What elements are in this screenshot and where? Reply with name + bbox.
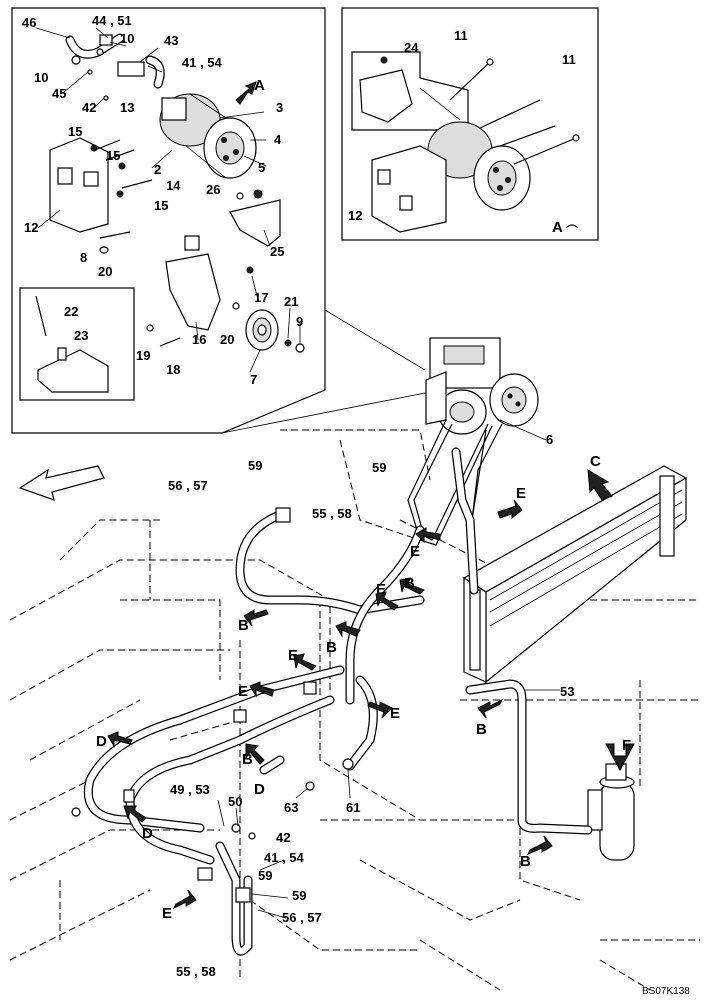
callout: 50	[228, 794, 242, 809]
callout: 16	[192, 332, 206, 347]
callout: 20	[220, 332, 234, 347]
callout: 42	[276, 830, 290, 845]
callout: 25	[270, 244, 284, 259]
callout: 55 , 58	[176, 964, 216, 979]
leader-lines	[35, 27, 560, 919]
callout: 43	[164, 33, 178, 48]
arrow-letter: F	[622, 737, 631, 754]
callout: 45	[52, 86, 66, 101]
hoses	[71, 447, 593, 956]
callout: 20	[98, 264, 112, 279]
arrow-letter: E	[390, 705, 400, 722]
callout: 6	[546, 432, 553, 447]
arrow-letter-labels: B B B B B B C D D D E E E E E E E F	[96, 453, 631, 922]
top-inset-labels: 46 44 , 51 10 43 10 41 , 54 45 42 13 3 1…	[22, 13, 303, 387]
direction-arrow-icon	[18, 465, 105, 501]
callout: 56 , 57	[282, 910, 322, 925]
arrow-letter: D	[142, 825, 153, 842]
arrow-letter: E	[410, 543, 420, 560]
arrow-letter: E	[162, 905, 172, 922]
callout: 15	[106, 148, 120, 163]
callout: 10	[34, 70, 48, 85]
callout: 11	[562, 52, 576, 67]
callout: 49 , 53	[170, 782, 210, 797]
arrow-letter: B	[242, 751, 253, 768]
callout: 44 , 51	[92, 13, 132, 28]
callout: 61	[346, 800, 360, 815]
callout: 8	[80, 250, 87, 265]
callout: 55 , 58	[312, 506, 352, 521]
reference-arrows	[18, 465, 635, 910]
callout: 56 , 57	[168, 478, 208, 493]
arrow-letter: E	[238, 683, 248, 700]
callout: 26	[206, 182, 220, 197]
callout: 15	[154, 198, 168, 213]
callout: 14	[166, 178, 181, 193]
callout: 21	[284, 294, 298, 309]
arrow-letter: B	[476, 721, 487, 738]
arrow-letter: B	[238, 617, 249, 634]
callout: 11	[454, 28, 468, 43]
callout: 59	[292, 888, 306, 903]
callout: 17	[254, 290, 268, 305]
callout: 9	[296, 314, 303, 329]
callout: 59	[372, 460, 386, 475]
callout: 19	[136, 348, 150, 363]
callout: 41 , 54	[264, 850, 305, 865]
view-a-inset	[341, 7, 599, 241]
callout: 5	[258, 160, 265, 175]
callout: 10	[120, 31, 134, 46]
callout: 24	[404, 40, 419, 55]
condenser	[462, 465, 688, 684]
callout: 22	[64, 304, 78, 319]
arrow-letter: B	[520, 853, 531, 870]
callout: 4	[274, 132, 282, 147]
callout: 3	[276, 100, 283, 115]
callout: 12	[24, 220, 38, 235]
compressor-inset	[11, 7, 431, 434]
callout: 7	[250, 372, 257, 387]
receiver-drier	[587, 763, 635, 861]
arrow-letter: D	[254, 781, 265, 798]
callout: 53	[560, 684, 574, 699]
right-inset-labels: 24 11 11 12 A	[348, 28, 576, 236]
callout: 42	[82, 100, 96, 115]
drawing-code: BS07K138	[642, 986, 690, 997]
callout: 23	[74, 328, 88, 343]
callout: 63	[284, 800, 298, 815]
main-compressor	[407, 337, 539, 546]
callout: 46	[22, 15, 36, 30]
callout: 12	[348, 208, 362, 223]
view-label: A	[254, 77, 265, 94]
callout: 2	[154, 162, 161, 177]
callout: 13	[120, 100, 134, 115]
arrow-letter: E	[288, 647, 298, 664]
callout: 59	[248, 458, 262, 473]
callout: 41 , 54	[182, 55, 223, 70]
main-labels: 6 59 56 , 57 55 , 58 59 53 49 , 53 50 42…	[168, 432, 574, 979]
view-label: A	[552, 219, 563, 236]
arrow-letter: B	[326, 639, 337, 656]
callout: 18	[166, 362, 180, 377]
arrow-letter: B	[404, 575, 415, 592]
arrow-letter: E	[376, 581, 386, 598]
arrow-letter: E	[516, 485, 526, 502]
arrow-letter: D	[96, 733, 107, 750]
callout: 59	[258, 868, 272, 883]
arrow-letter: C	[590, 453, 601, 470]
callout: 15	[68, 124, 82, 139]
